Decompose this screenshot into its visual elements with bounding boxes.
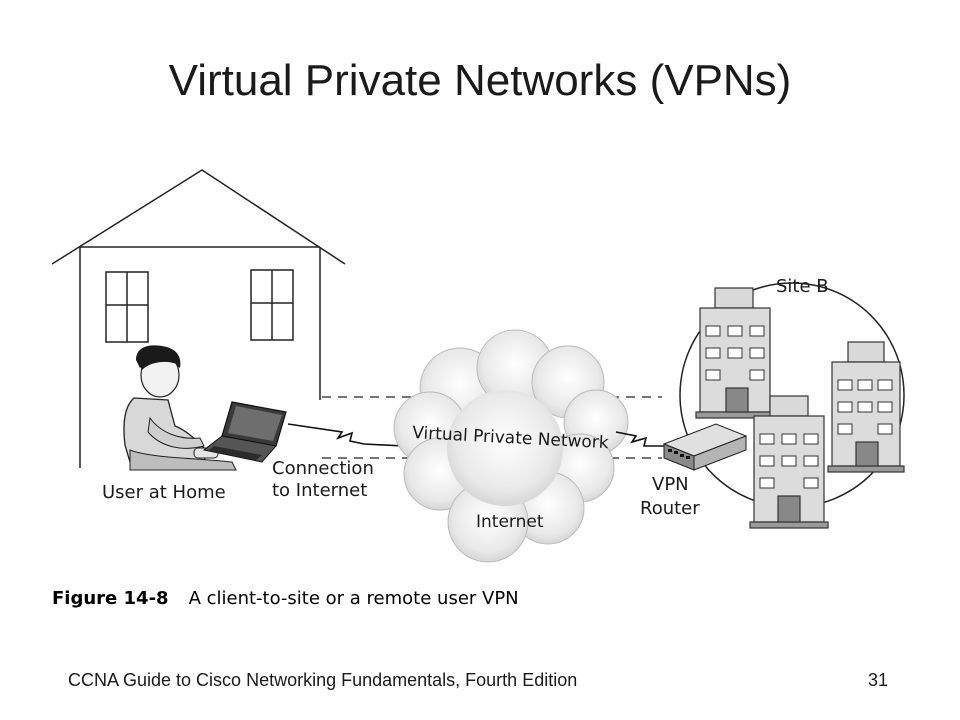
label-router-line2: Router (640, 498, 700, 519)
label-site-b: Site B (776, 276, 829, 297)
router-link (615, 431, 668, 447)
page-number: 31 (868, 670, 889, 690)
figure-caption-text: A client-to-site or a remote user VPN (188, 588, 519, 609)
figure-number: Figure 14-8 (52, 588, 169, 609)
vpn-router (662, 423, 748, 471)
connection-link (287, 423, 405, 447)
building-2 (827, 341, 905, 473)
building-3 (749, 395, 829, 529)
slide-title: Virtual Private Networks (VPNs) (168, 56, 792, 105)
laptop (202, 401, 287, 463)
label-connection-line1: Connection (272, 458, 374, 479)
label-router-line1: VPN (652, 474, 689, 495)
internet-cloud (393, 329, 629, 563)
figure-caption: Figure 14-8 A client-to-site or a remote … (52, 588, 519, 609)
house (51, 169, 346, 468)
label-internet: Internet (476, 512, 544, 532)
user-figure (123, 345, 237, 471)
label-user-at-home: User at Home (102, 482, 226, 503)
vpn-tunnel (322, 396, 662, 459)
building-1 (695, 287, 775, 419)
footer-book-title: CCNA Guide to Cisco Networking Fundament… (68, 670, 578, 690)
label-connection-line2: to Internet (272, 480, 367, 501)
